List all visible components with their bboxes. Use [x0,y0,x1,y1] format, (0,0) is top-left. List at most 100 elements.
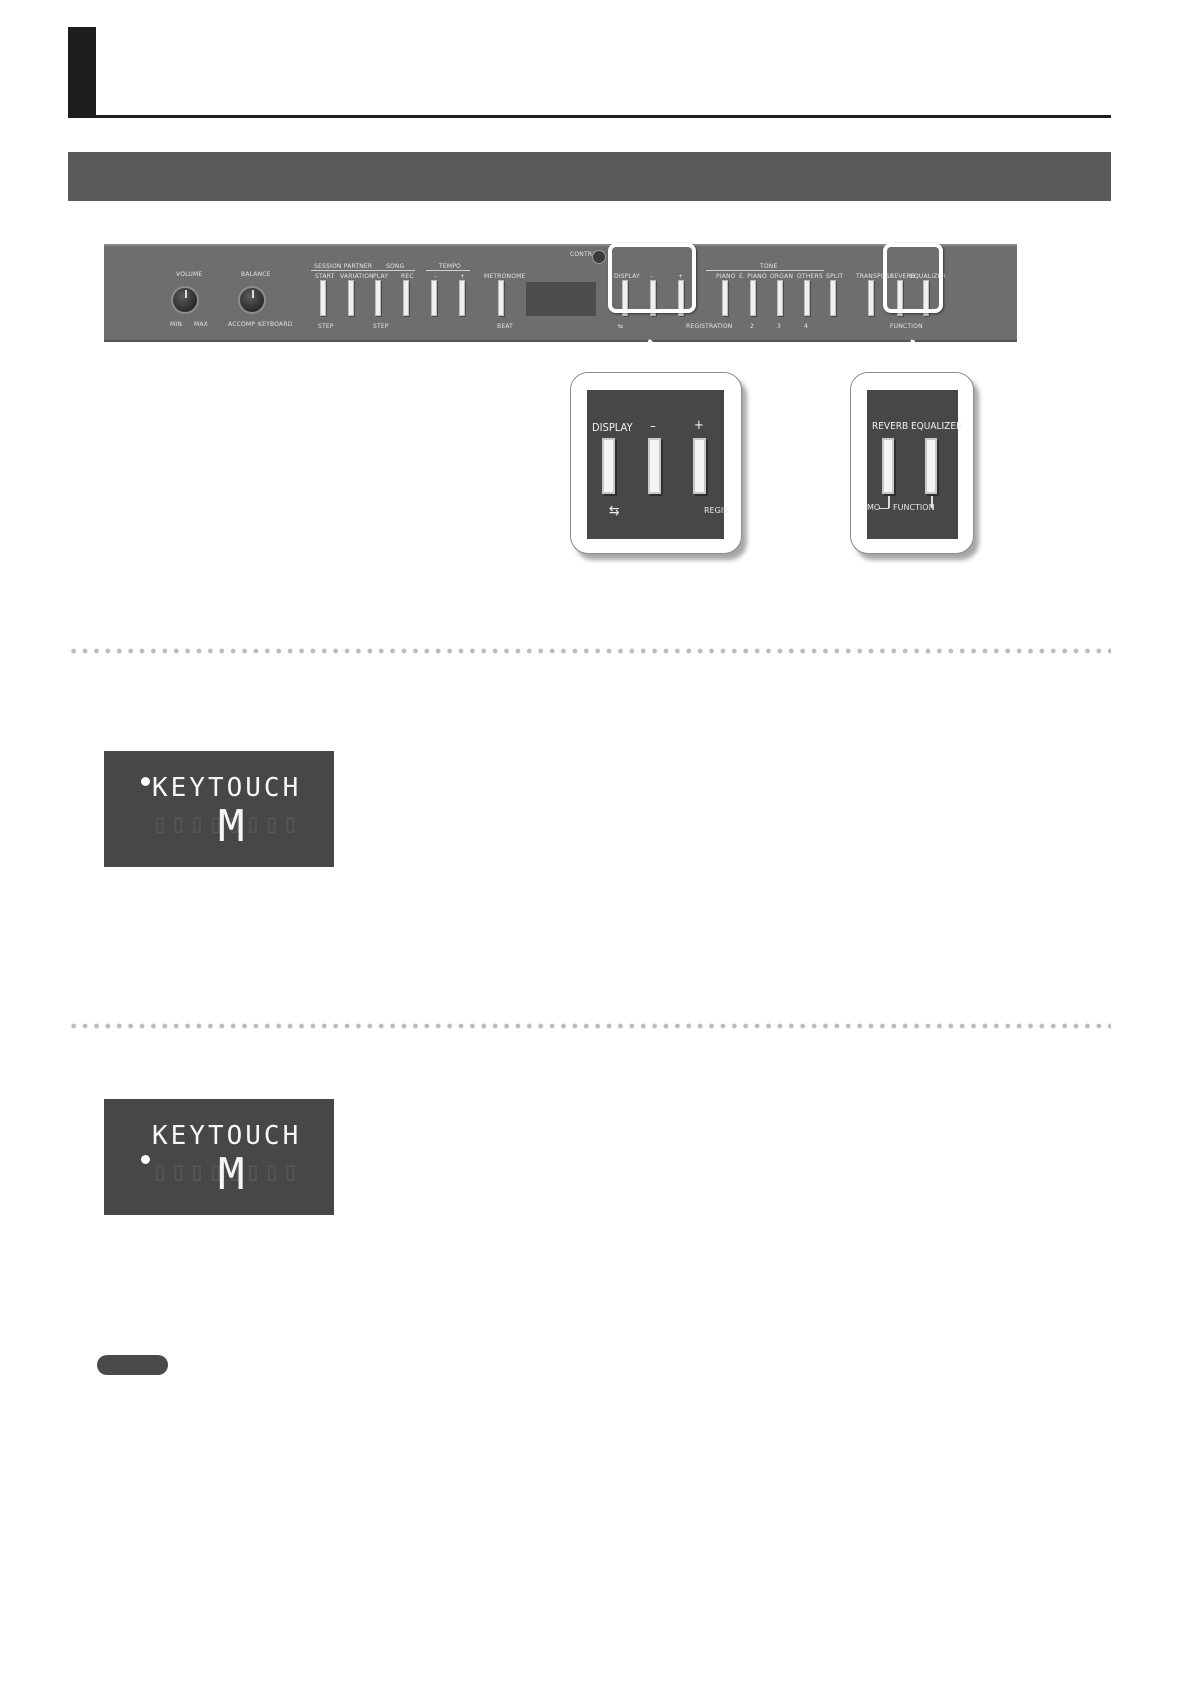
piano-label: PIANO [716,273,736,280]
highlight-ring-reverb-group [883,243,943,313]
play-button[interactable] [375,280,381,316]
lcd-display-2: ▯▯▯▯▯▯▯▯ KEYTOUCH M [104,1099,334,1215]
panel-equalizer-button[interactable] [923,280,929,316]
panel-icon-glyph: ⇆ [618,323,624,330]
epiano-button[interactable] [750,280,756,316]
balance-keyboard-label: KEYBOARD [258,321,293,328]
function-bracket-right [931,496,933,508]
split-label: SPLIT [826,273,844,280]
callout-reverb-buttons: REVERB EQUALIZER MO FUNCTION [850,372,974,554]
rec-label: REC [401,273,414,280]
session-partner-line [311,270,371,271]
reg-number-4: 4 [804,323,809,330]
panel-lcd-screen [526,282,596,316]
panel-minus-button[interactable] [650,280,656,316]
display1-line1: KEYTOUCH [152,773,302,803]
tone-line [706,270,824,271]
volume-knob[interactable] [171,286,199,314]
balance-label: BALANCE [241,271,271,278]
split-button[interactable] [830,280,836,316]
tempo-plus-button[interactable] [459,280,465,316]
piano-button[interactable] [722,280,728,316]
song-step-label: STEP [373,323,389,330]
song-label: SONG [386,263,405,270]
contrast-label: CONTRAST [570,251,605,258]
display2-line1: KEYTOUCH [152,1121,302,1151]
reg-number-2: 2 [750,323,755,330]
display1-indicator-dot [141,777,150,786]
others-button[interactable] [804,280,810,316]
balance-accomp-label: ACCOMP [228,321,256,328]
panel-plus-button[interactable] [678,280,684,316]
function-bracket-left [888,496,890,508]
lcd-display-1: ▯▯▯▯▯▯▯▯ KEYTOUCH M [104,751,334,867]
display1-line2: M [218,801,248,852]
callout-reverb-button[interactable] [882,438,894,494]
organ-button[interactable] [777,280,783,316]
transpose-button[interactable] [868,280,874,316]
tempo-line [426,270,470,271]
variation-button[interactable] [348,280,354,316]
callout-display-panel: DISPLAY – + ⇆ REGIS [587,390,728,539]
memory-bracket-line [879,508,889,509]
callout-regis-label: REGIS [704,506,729,515]
callout-plus-label: + [694,418,704,433]
tempo-minus-button[interactable] [431,280,437,316]
balance-knob[interactable] [238,286,266,314]
callout-minus-label: – [650,419,656,434]
volume-label: VOLUME [176,271,203,278]
callout-reverb-label: REVERB [872,421,909,432]
panel-reverb-button[interactable] [897,280,903,316]
reg-number-3: 3 [777,323,782,330]
rec-button[interactable] [403,280,409,316]
display2-line2: M [218,1149,248,1200]
song-line [371,270,415,271]
highlight-ring-display-group [608,243,696,313]
metronome-button[interactable] [498,280,504,316]
session-step-label: STEP [318,323,334,330]
beat-label: BEAT [497,323,514,330]
variation-label: VARIATION [340,273,374,280]
callout-display-buttons: DISPLAY – + ⇆ REGIS [570,372,742,554]
callout-mo-label: MO [867,503,881,512]
contrast-knob[interactable] [592,250,606,264]
callout-reverb-panel: REVERB EQUALIZER MO FUNCTION [867,390,962,539]
tone-label: TONE [760,263,778,270]
tempo-plus-label: + [460,273,466,280]
dotted-separator-1 [68,648,1111,654]
play-label: PLAY [373,273,389,280]
panel-minus-label: – [650,273,654,280]
panel-reverb-label: REVERB [890,273,916,280]
callout-minus-button[interactable] [648,438,661,494]
tempo-label: TEMPO [439,263,461,270]
section-title-bar [68,152,1111,201]
callout-plus-button[interactable] [693,438,706,494]
start-button[interactable] [320,280,326,316]
header-rule [68,115,1111,118]
display2-ghost-segments: ▯▯▯▯▯▯▯▯ [152,1157,302,1187]
start-label: START [315,273,335,280]
callout-equalizer-button[interactable] [925,438,937,494]
callout-stem-left [631,339,653,375]
display2-indicator-dot [141,1155,150,1164]
transpose-label: TRANSPOSE [856,273,894,280]
callout-equalizer-label: EQUALIZER [911,421,963,432]
callout-display-button[interactable] [602,438,615,494]
chapter-tab [68,27,96,117]
panel-display-label: DISPLAY [614,273,641,280]
callout-display-icon: ⇆ [609,503,620,519]
callout-function-label: FUNCTION [893,503,935,512]
front-panel-illustration: VOLUME MIN MAX BALANCE ACCOMP KEYBOARD S… [104,243,1017,342]
session-partner-label: SESSION PARTNER [314,263,373,270]
volume-min-label: MIN [170,321,183,328]
epiano-label: E. PIANO [739,273,767,280]
metronome-label: METRONOME [484,273,526,280]
panel-plus-label: + [678,273,684,280]
panel-equalizer-label: EQUALIZER [910,273,946,280]
memo-badge [97,1355,168,1375]
panel-display-button[interactable] [622,280,628,316]
tempo-minus-label: – [434,273,438,280]
organ-label: ORGAN [770,273,794,280]
volume-max-label: MAX [194,321,208,328]
callout-display-label: DISPLAY [592,421,633,434]
